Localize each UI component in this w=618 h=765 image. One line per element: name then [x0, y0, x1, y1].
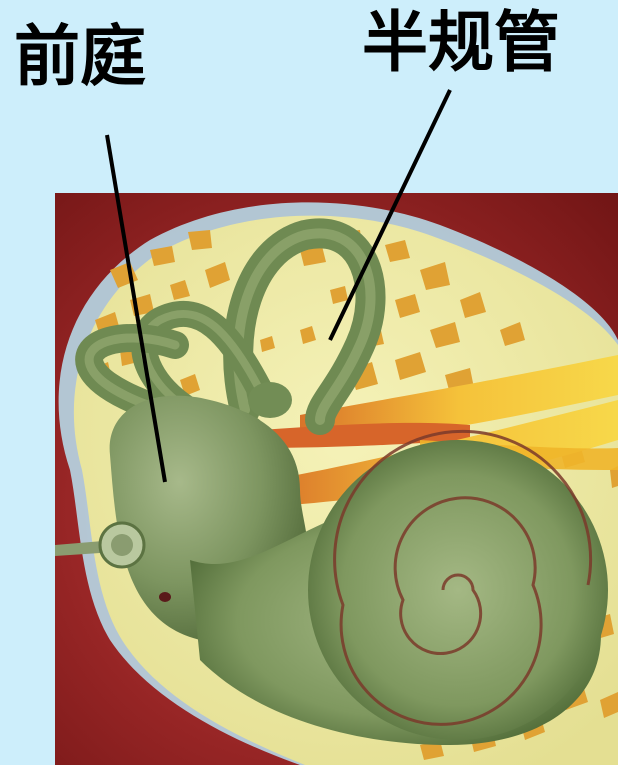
label-vestibule: 前庭	[14, 24, 146, 90]
label-semicircular-canals: 半规管	[362, 10, 560, 76]
illustration-panel	[55, 193, 618, 765]
round-window	[159, 592, 171, 602]
